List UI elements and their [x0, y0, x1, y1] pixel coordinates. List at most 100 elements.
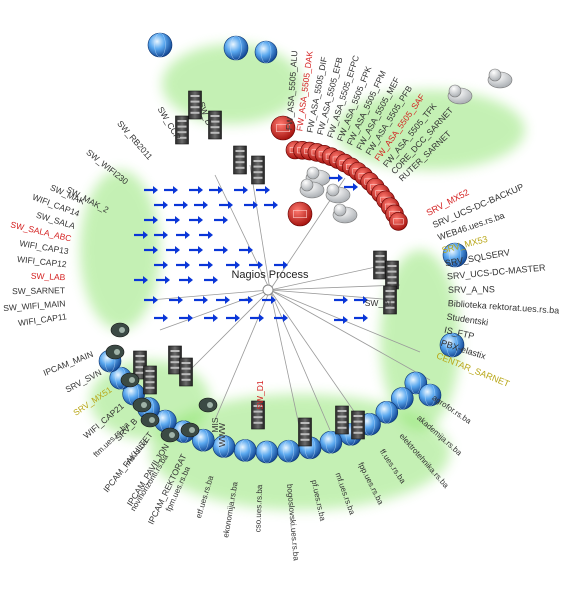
tower-slot	[387, 270, 397, 273]
server-tower-icon[interactable]	[373, 250, 387, 280]
globe-meridian	[381, 401, 392, 424]
link-arrow	[226, 261, 240, 269]
link-arrow	[166, 216, 180, 224]
globe-icon[interactable]	[439, 332, 465, 358]
globe-icon[interactable]	[212, 435, 236, 458]
server-tower-icon[interactable]	[179, 357, 193, 387]
globe-icon[interactable]	[192, 428, 215, 452]
cloud-icon[interactable]	[332, 203, 358, 224]
server-tower-icon[interactable]	[335, 405, 349, 435]
link-arrow	[214, 216, 228, 224]
globe-icon[interactable]	[442, 242, 468, 268]
arrow-head	[223, 216, 228, 224]
arrow-head	[198, 186, 203, 194]
server-tower-icon[interactable]	[168, 345, 182, 375]
arrow-head	[163, 201, 168, 209]
tower-slot	[375, 255, 385, 257]
cloud-icon[interactable]	[447, 84, 473, 105]
cloud-icon[interactable]	[299, 178, 325, 199]
link-arrow	[194, 201, 208, 209]
nagios-process-node[interactable]: Nagios Process	[231, 269, 309, 296]
arrow-head	[283, 314, 288, 322]
inner-host-label[interactable]: SW_D1	[255, 380, 265, 410]
link-edge	[269, 289, 301, 431]
arrow-head	[258, 261, 263, 269]
server-tower-icon[interactable]	[188, 90, 202, 120]
host-label[interactable]: SW_RB2011	[115, 119, 155, 162]
tower-slot	[337, 426, 347, 429]
server-tower-icon[interactable]	[251, 400, 265, 430]
process-node-circle	[262, 284, 274, 296]
camera-icon[interactable]	[110, 322, 130, 338]
camera-icon[interactable]	[105, 344, 125, 360]
globe-icon[interactable]	[233, 439, 257, 462]
host-label[interactable]: SW_WIFI_MAIN	[3, 298, 66, 313]
link-arrow	[204, 314, 218, 322]
cloud-puff	[448, 84, 462, 98]
globe-icon[interactable]	[277, 439, 300, 463]
server-tower-icon[interactable]	[143, 365, 157, 395]
host-label[interactable]: WIFI_CAP11	[17, 311, 67, 328]
host-label[interactable]: WIFI_CAP12	[17, 254, 68, 269]
arrow-head	[283, 261, 288, 269]
arrow-head	[265, 186, 270, 194]
server-tower-icon[interactable]	[233, 145, 247, 175]
globe-icon[interactable]	[147, 32, 173, 58]
host-label[interactable]: SRV_A_NS	[448, 284, 495, 295]
globe-icon[interactable]	[375, 400, 399, 424]
globe-body	[223, 35, 249, 61]
server-tower-icon[interactable]	[251, 155, 265, 185]
link-edge	[269, 289, 431, 381]
server-tower-icon[interactable]	[175, 115, 189, 145]
server-tower-icon[interactable]	[383, 285, 397, 315]
arrow-head	[243, 186, 248, 194]
link-arrow	[344, 183, 358, 191]
camera-icon[interactable]	[198, 397, 218, 413]
cloud-icon[interactable]	[325, 183, 351, 204]
globe-icon[interactable]	[255, 440, 279, 464]
firewall-icon[interactable]	[270, 115, 296, 141]
inner-host-label[interactable]: WWW	[217, 423, 227, 447]
globe-icon[interactable]	[254, 40, 278, 64]
globe-icon[interactable]	[418, 383, 442, 407]
firewall-icon[interactable]	[389, 212, 408, 231]
cloud-puff	[300, 178, 314, 192]
link-arrow	[154, 231, 168, 239]
arrow-head	[213, 276, 218, 284]
camera-icon[interactable]	[132, 397, 152, 413]
arrow-head	[248, 296, 253, 304]
inner-host-label[interactable]: MIS	[210, 417, 220, 432]
camera-icon[interactable]	[160, 427, 180, 443]
arrow-head	[273, 201, 278, 209]
globe-icon[interactable]	[319, 430, 343, 454]
link-edge	[269, 289, 361, 421]
firewall-icon[interactable]	[287, 201, 313, 227]
tower-slot	[170, 366, 180, 369]
arrow-head	[165, 276, 170, 284]
host-label[interactable]: SW_LAB	[31, 271, 66, 283]
server-tower-icon[interactable]	[208, 110, 222, 140]
link-arrow	[194, 296, 208, 304]
cloud-icon[interactable]	[487, 68, 513, 89]
link-arrow-layer	[134, 174, 368, 324]
link-arrow	[204, 276, 218, 284]
arrow-head	[203, 296, 208, 304]
inner-host-label[interactable]: SW_AI	[365, 298, 391, 308]
server-tower-icon[interactable]	[298, 417, 312, 447]
host-label[interactable]: SW_SARNET	[12, 285, 65, 296]
tower-slot	[210, 126, 220, 129]
server-tower-icon[interactable]	[385, 260, 399, 290]
host-label[interactable]: cso.ues.rs.ba	[253, 484, 264, 532]
camera-icon[interactable]	[180, 422, 200, 438]
server-tower-icon[interactable]	[351, 410, 365, 440]
arrow-head	[175, 216, 180, 224]
globe-meridian	[446, 332, 458, 358]
tower-slot	[253, 421, 263, 424]
camera-icon[interactable]	[120, 372, 140, 388]
globe-icon[interactable]	[223, 35, 249, 61]
camera-icon[interactable]	[140, 412, 160, 428]
globe-icon[interactable]	[390, 387, 414, 410]
arrow-head	[175, 246, 180, 254]
firewall-grid	[393, 218, 404, 225]
link-arrow	[154, 261, 168, 269]
